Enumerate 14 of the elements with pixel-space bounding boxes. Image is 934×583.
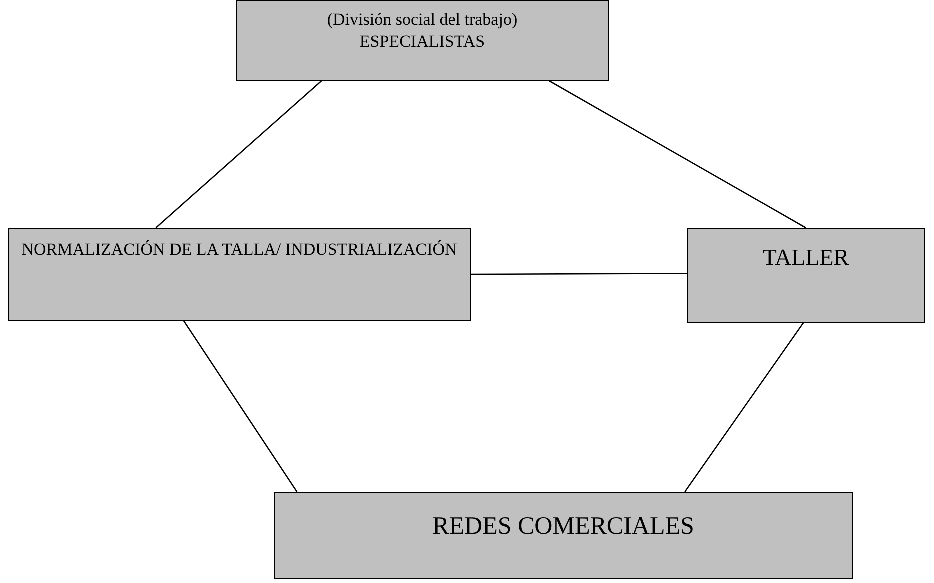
box-label: NORMALIZACIÓN DE LA TALLA/ INDUSTRIALIZACIÓN xyxy=(20,239,458,261)
concept-box xyxy=(687,228,925,323)
connector-line xyxy=(684,322,804,492)
box-label: TALLER xyxy=(762,244,850,272)
connector-line xyxy=(183,320,298,492)
box-label: (División social del trabajo) xyxy=(326,9,519,31)
concept-box xyxy=(8,228,471,321)
concept-box xyxy=(274,492,853,579)
box-label: REDES COMERCIALES xyxy=(432,512,696,542)
connector-line xyxy=(156,80,322,228)
box-label: ESPECIALISTAS xyxy=(358,31,486,54)
connector-line xyxy=(549,80,806,229)
concept-box xyxy=(236,0,609,81)
connector-line xyxy=(471,272,687,276)
